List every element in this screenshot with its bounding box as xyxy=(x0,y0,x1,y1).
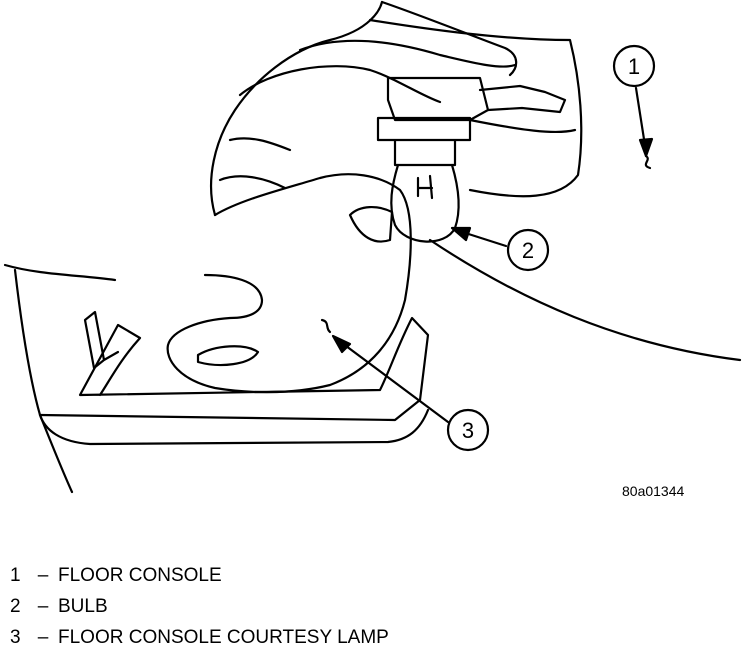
hand-back xyxy=(209,0,384,217)
callout-1-arrowhead xyxy=(638,137,654,158)
courtesy-lamp-housing xyxy=(38,316,430,422)
bulb-glass xyxy=(390,163,460,243)
legend-number: 2 xyxy=(10,596,21,617)
thumbnail xyxy=(196,345,260,367)
figure-reference-code: 80a01344 xyxy=(622,483,685,499)
bulb-replacement-illustration: 1 2 3 xyxy=(3,0,742,494)
legend-number: 1 xyxy=(10,565,21,586)
legend-label: FLOOR CONSOLE xyxy=(58,565,222,586)
callout-1-circle xyxy=(612,44,656,88)
legend-label: BULB xyxy=(58,596,108,617)
courtesy-lamp-housing-bottom xyxy=(38,408,430,446)
legend-number: 3 xyxy=(10,627,21,648)
callout-2-arrowhead xyxy=(450,226,472,242)
callout-3-leader-tail xyxy=(320,318,332,334)
index-finger xyxy=(238,0,518,104)
bulb-filament xyxy=(416,174,434,200)
legend-item-courtesy-lamp: 3–FLOOR CONSOLE COURTESY LAMP xyxy=(10,622,389,653)
carpet-edge xyxy=(3,263,117,282)
side-panel-edge xyxy=(13,268,74,494)
legend-dash: – xyxy=(37,565,49,586)
legend-item-bulb: 2–BULB xyxy=(10,591,389,622)
callout-1-number: 1 xyxy=(628,54,640,79)
legend: 1–FLOOR CONSOLE 2–BULB 3–FLOOR CONSOLE C… xyxy=(10,560,389,653)
bulb-socket xyxy=(376,76,490,167)
callout-3-arrow xyxy=(336,338,450,424)
callout-1-leader-tail xyxy=(644,154,652,170)
callout-3-circle xyxy=(446,408,490,452)
callout-3-number: 3 xyxy=(462,418,474,443)
callout-3-arrowhead xyxy=(331,334,352,354)
callout-2-number: 2 xyxy=(522,238,534,263)
legend-dash: – xyxy=(37,596,49,617)
lamp-clip xyxy=(83,310,120,370)
thumb xyxy=(166,173,412,394)
floor-console-lower-edge xyxy=(428,238,742,362)
socket-lock-tab xyxy=(478,84,567,114)
legend-label: FLOOR CONSOLE COURTESY LAMP xyxy=(58,627,389,648)
legend-dash: – xyxy=(37,627,49,648)
console-inner-edge xyxy=(468,118,577,134)
callout-2-circle xyxy=(506,228,550,272)
finger-crease xyxy=(218,137,292,190)
console-mount-tab xyxy=(348,206,394,243)
legend-item-floor-console: 1–FLOOR CONSOLE xyxy=(10,560,389,591)
floor-console-panel xyxy=(368,18,583,198)
